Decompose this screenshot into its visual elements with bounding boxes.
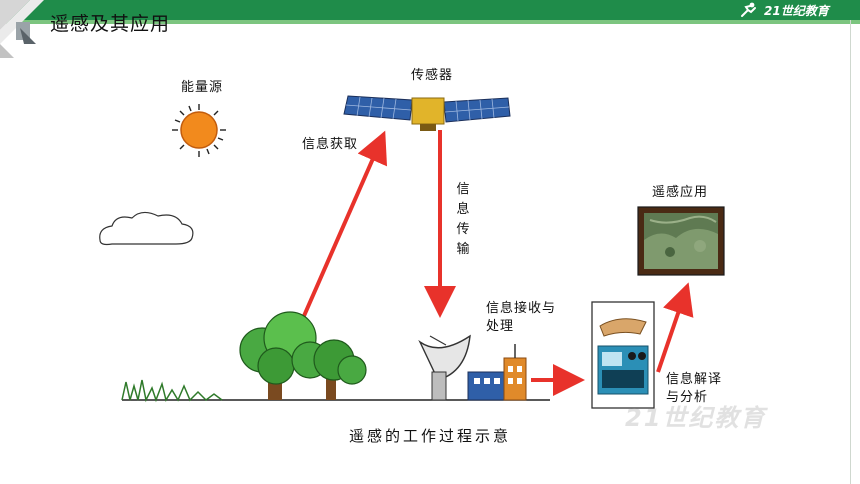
corner-decoration xyxy=(0,0,44,58)
label-sensor: 传感器 xyxy=(411,68,454,83)
trees-icon xyxy=(239,311,367,400)
label-reception-line1: 信息接收与 xyxy=(486,301,557,316)
label-energy-source: 能量源 xyxy=(181,80,224,95)
sun-icon xyxy=(172,104,226,157)
label-application: 遥感应用 xyxy=(652,185,709,200)
satellite-icon xyxy=(343,95,511,131)
watermark-text: 21世纪教育 xyxy=(625,404,767,432)
arrow-acquisition xyxy=(298,130,388,326)
label-interpretation-line2: 与分析 xyxy=(666,390,709,405)
arrow-application xyxy=(656,282,694,373)
cloud-icon xyxy=(99,211,194,246)
label-interpretation-line1: 信息解译 xyxy=(666,372,723,387)
header-stripe xyxy=(0,20,860,24)
label-reception-line2: 处理 xyxy=(486,319,515,334)
label-info-transmission: 信息传输 xyxy=(456,182,470,257)
processing-equipment-icon xyxy=(591,301,655,409)
right-border-line xyxy=(850,20,851,484)
grass-icon xyxy=(121,379,223,403)
antenna-icon xyxy=(418,334,471,401)
application-image-icon xyxy=(637,206,725,276)
station-building-icon xyxy=(467,344,527,401)
brand-logo: 21世纪教育 xyxy=(738,1,850,19)
label-info-acquisition: 信息获取 xyxy=(302,137,359,152)
page-title: 遥感及其应用 xyxy=(50,13,171,35)
header-bar xyxy=(0,0,860,20)
flow-arrows xyxy=(298,130,694,396)
brand-text: 21世纪教育 xyxy=(764,3,829,18)
runner-icon xyxy=(741,2,756,17)
diagram-caption: 遥感的工作过程示意 xyxy=(348,427,511,445)
